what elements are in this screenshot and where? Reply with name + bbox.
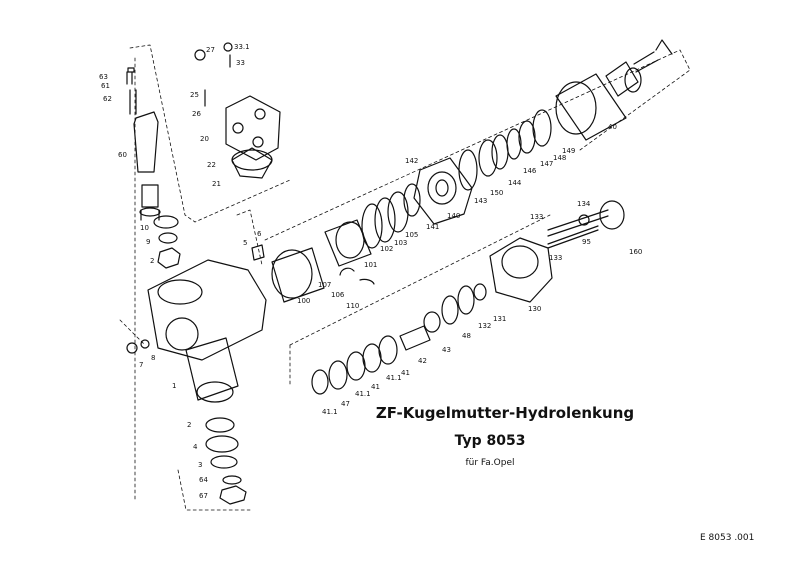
part-label-33-1: 33.1 — [234, 43, 250, 51]
drawing-type-label: Typ 8053 — [454, 433, 526, 449]
part-label-62: 62 — [103, 95, 112, 103]
part-label-64: 64 — [199, 476, 208, 484]
part-label-160: 160 — [629, 248, 643, 256]
part-label-25: 25 — [190, 91, 199, 99]
rings-143-150 — [458, 109, 552, 191]
part-label-142: 142 — [405, 157, 419, 165]
part-label-41-1-c: 41.1 — [322, 408, 338, 416]
part-label-143: 143 — [474, 197, 488, 205]
rack-assembly-41 — [311, 283, 487, 395]
part-label-60: 60 — [118, 151, 127, 159]
part-label-22: 22 — [207, 161, 216, 169]
part-label-41-b: 41 — [371, 383, 380, 391]
part-label-48: 48 — [462, 332, 471, 340]
part-label-103: 103 — [394, 239, 408, 247]
part-label-100: 100 — [297, 297, 311, 305]
part-label-131: 131 — [493, 315, 507, 323]
part-label-106: 106 — [331, 291, 345, 299]
part-label-110: 110 — [346, 302, 360, 310]
small-rings — [126, 215, 265, 354]
cover-130 — [489, 200, 625, 303]
part-label-107: 107 — [318, 281, 332, 289]
part-label-27: 27 — [206, 46, 215, 54]
part-label-1: 1 — [172, 382, 177, 390]
part-label-7: 7 — [139, 361, 144, 369]
part-label-2-lower: 2 — [187, 421, 192, 429]
part-label-33: 33 — [236, 59, 245, 67]
part-label-141: 141 — [426, 223, 440, 231]
part-label-61: 61 — [101, 82, 110, 90]
part-label-140: 140 — [447, 212, 461, 220]
part-label-133-lower: 133 — [549, 254, 563, 262]
part-label-150: 150 — [490, 189, 504, 197]
part-label-43: 43 — [442, 346, 451, 354]
drawing-code: E 8053 .001 — [700, 533, 755, 543]
cover-plate-20 — [194, 42, 281, 179]
valve-40 — [555, 39, 673, 141]
seal-rings — [361, 183, 421, 249]
part-label-2-upper: 2 — [150, 257, 155, 265]
part-label-5: 5 — [243, 239, 248, 247]
part-label-67: 67 — [199, 492, 208, 500]
shaft-assembly-60 — [126, 67, 161, 221]
part-label-132: 132 — [478, 322, 492, 330]
part-label-42: 42 — [418, 357, 427, 365]
part-label-8: 8 — [151, 354, 156, 362]
part-label-9: 9 — [146, 238, 151, 246]
drawing-title: ZF-Kugelmutter-Hydrolenkung — [375, 404, 635, 422]
part-label-3: 3 — [198, 461, 203, 469]
part-label-20: 20 — [200, 135, 209, 143]
part-label-146: 146 — [523, 167, 537, 175]
part-label-10: 10 — [140, 224, 149, 232]
part-label-47: 47 — [341, 400, 350, 408]
steering-housing-1 — [147, 259, 267, 403]
part-label-95: 95 — [582, 238, 591, 246]
part-label-4: 4 — [193, 443, 198, 451]
part-label-63: 63 — [99, 73, 108, 81]
part-label-133-upper: 133 — [530, 213, 544, 221]
part-label-149: 149 — [562, 147, 576, 155]
part-label-148: 148 — [553, 154, 567, 162]
part-label-130: 130 — [528, 305, 542, 313]
part-label-144: 144 — [508, 179, 522, 187]
part-label-134: 134 — [577, 200, 591, 208]
part-label-6: 6 — [257, 230, 262, 238]
part-label-147: 147 — [540, 160, 554, 168]
part-label-41-1-a: 41.1 — [386, 374, 402, 382]
part-label-26: 26 — [192, 110, 201, 118]
part-label-41-1-b: 41.1 — [355, 390, 371, 398]
piston-100 — [271, 219, 375, 303]
part-label-41-a: 41 — [401, 369, 410, 377]
part-label-101: 101 — [364, 261, 378, 269]
part-label-40: 40 — [608, 123, 617, 131]
part-label-105: 105 — [405, 231, 419, 239]
part-label-102: 102 — [380, 245, 394, 253]
part-label-21: 21 — [212, 180, 221, 188]
lower-stack — [205, 417, 247, 505]
valve-cover-140 — [413, 157, 473, 225]
drawing-subtitle: für Fa.Opel — [465, 458, 515, 468]
